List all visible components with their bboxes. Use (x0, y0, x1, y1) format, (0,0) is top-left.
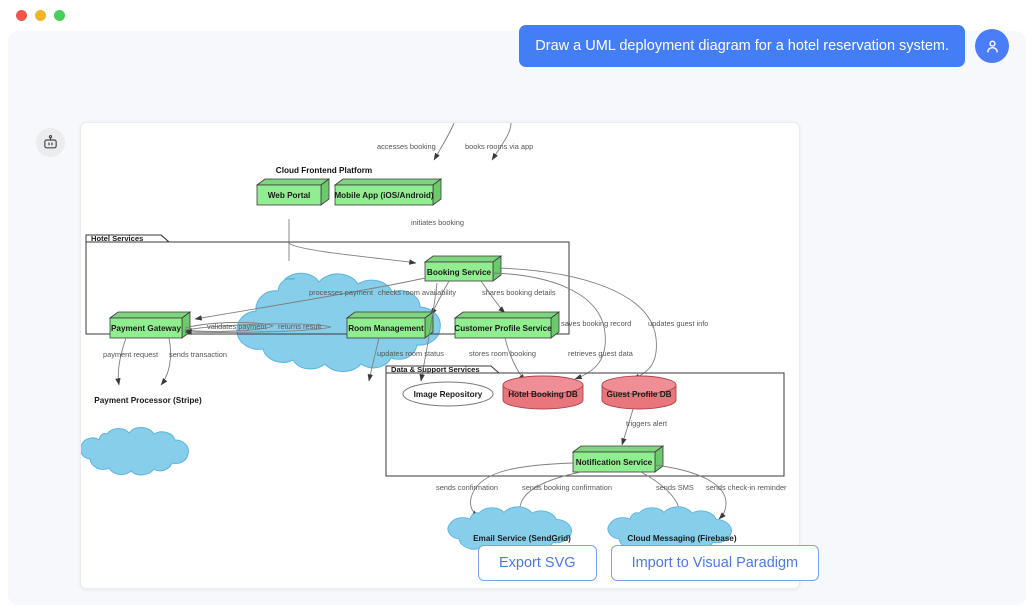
node-label: Booking Service (427, 268, 492, 277)
edge-label: books rooms via app (465, 142, 533, 151)
close-button[interactable] (16, 10, 27, 21)
user-message-row: Draw a UML deployment diagram for a hote… (519, 25, 1009, 68)
edge-label: validates payment (207, 322, 267, 331)
edge-label: accesses booking (377, 142, 436, 151)
package-label: Data & Support Services (391, 365, 480, 374)
cloud-frontend-platform: Cloud Frontend Platform Web Portal Mobil… (236, 166, 443, 372)
node-room-management[interactable]: Room Management (345, 311, 435, 339)
edge-label: returns result (278, 322, 321, 331)
edge-label: updates guest info (648, 319, 708, 328)
node-customer-profile-service[interactable]: Customer Profile Service (453, 311, 561, 339)
edge-label: initiates booking (411, 218, 464, 227)
node-hotel-booking-db[interactable]: Hotel Booking DB (502, 375, 584, 410)
edge-label: triggers alert (626, 419, 667, 428)
user-message-bubble: Draw a UML deployment diagram for a hote… (519, 25, 965, 68)
node-guest-profile-db[interactable]: Guest Profile DB (601, 375, 677, 410)
node-payment-gateway[interactable]: Payment Gateway (108, 311, 192, 339)
node-label: Email Service (SendGrid) (473, 534, 571, 543)
edge-label: saves booking record (561, 319, 631, 328)
edge-label: checks room availability (378, 288, 456, 297)
node-label: Hotel Booking DB (508, 390, 578, 399)
edge-label: retrieves guest data (568, 349, 634, 358)
edge-label: sends SMS (656, 483, 694, 492)
edge-label: processes payment (309, 288, 373, 297)
cloud-frontend-label: Cloud Frontend Platform (276, 166, 372, 175)
node-label: Web Portal (268, 191, 311, 200)
node-image-repository[interactable]: Image Repository (402, 381, 494, 407)
node-web-portal[interactable]: Web Portal (255, 178, 331, 206)
diagram-canvas[interactable]: accesses booking books rooms via app Clo… (80, 122, 800, 589)
edge-label: payment request (103, 350, 158, 359)
node-booking-service[interactable]: Booking Service (423, 255, 503, 282)
edge-label: shares booking details (482, 288, 556, 297)
maximize-button[interactable] (54, 10, 65, 21)
package-data-support-services: Data & Support Services (385, 365, 785, 477)
edge-label: sends booking confirmation (522, 483, 612, 492)
export-svg-button[interactable]: Export SVG (478, 545, 597, 581)
edge-label: sends check-in reminder (706, 483, 787, 492)
node-mobile-app[interactable]: Mobile App (iOS/Android) (333, 178, 443, 206)
node-label: Payment Processor (Stripe) (94, 396, 202, 405)
node-label: Room Management (348, 324, 424, 333)
edge-label: sends confirmation (436, 483, 498, 492)
node-label: Cloud Messaging (Firebase) (627, 534, 736, 543)
package-label: Hotel Services (91, 234, 143, 243)
node-payment-processor[interactable]: Payment Processor (Stripe) (81, 396, 202, 476)
node-label: Customer Profile Service (454, 324, 552, 333)
node-label: Notification Service (576, 458, 653, 467)
diagram-actions: Export SVG Import to Visual Paradigm (478, 545, 820, 581)
node-label: Payment Gateway (111, 324, 182, 333)
node-label: Mobile App (iOS/Android) (334, 191, 434, 200)
person-icon (975, 29, 1009, 63)
node-notification-service[interactable]: Notification Service (571, 445, 665, 473)
import-visual-paradigm-button[interactable]: Import to Visual Paradigm (610, 545, 820, 581)
node-label: Image Repository (414, 390, 483, 399)
package-hotel-services: Hotel Services (85, 234, 570, 335)
robot-icon (36, 128, 65, 157)
node-label: Guest Profile DB (606, 390, 671, 399)
edge-label: stores room booking (469, 349, 536, 358)
minimize-button[interactable] (35, 10, 46, 21)
edge-label: updates room status (377, 349, 444, 358)
edge-label: sends transaction (169, 350, 227, 359)
